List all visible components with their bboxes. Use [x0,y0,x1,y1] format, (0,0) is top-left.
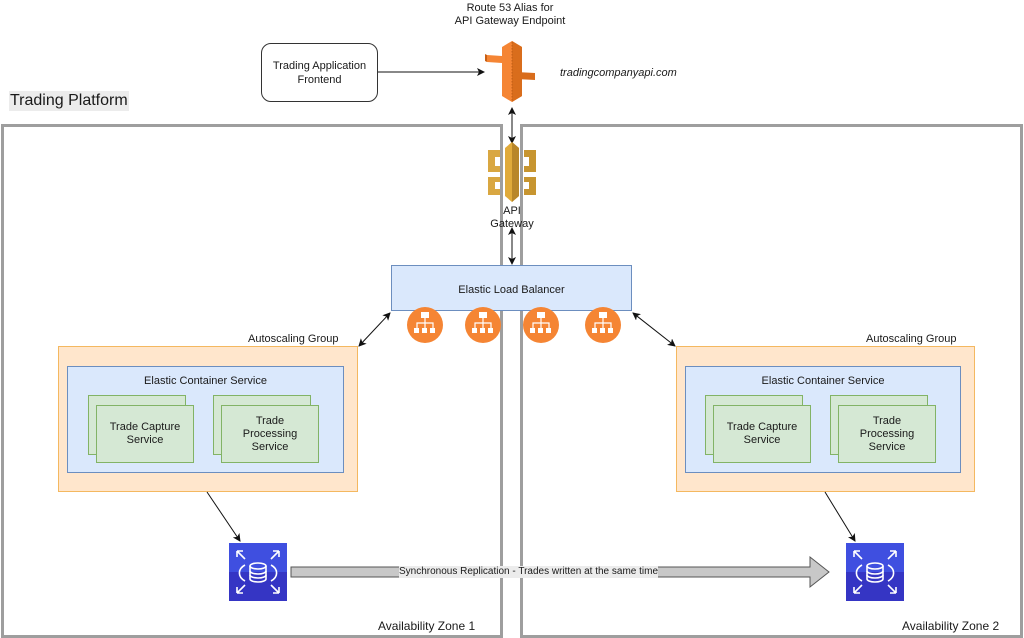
api-gateway-label: API Gateway [482,205,542,231]
trade-capture-service-1: Trade Capture Service [96,405,194,463]
autoscaling-label-2: Autoscaling Group [866,333,957,345]
service-label-line: Processing [859,427,915,440]
service-label-line: Processing [242,427,298,440]
route53-icon [485,41,535,102]
route53-domain: tradingcompanyapi.com [560,67,677,79]
service-label-line: Trade Capture [109,421,181,433]
service-label-line: Service [868,440,906,453]
ecs-label-1: Elastic Container Service [144,375,267,387]
trade-processing-service-1: Trade Processing Service [221,405,319,463]
route53-title-line2: API Gateway Endpoint [454,15,566,27]
frontend-label-line2: Frontend [297,73,342,86]
service-label-line: Service [251,440,289,453]
service-label-line: Trade Capture [726,421,798,433]
ecs-label-2: Elastic Container Service [761,375,885,387]
arrow-elb-autoscaling-2 [632,312,676,347]
trade-capture-service-2: Trade Capture Service [713,405,811,463]
service-label-line: Trade [872,414,902,427]
load-balancer-icon [407,307,443,343]
api-gateway-label-line2: Gateway [490,218,534,230]
service-label-line: Service [743,434,781,446]
arrow-autoscaling-rds-2 [824,491,856,542]
load-balancer-icon [465,307,501,343]
elb-label: Elastic Load Balancer [458,284,565,296]
route53-title-line1: Route 53 Alias for [466,2,554,14]
autoscaling-label-1: Autoscaling Group [248,333,339,345]
arrow-autoscaling-rds-1 [206,491,241,542]
service-label-line: Trade [255,414,285,427]
api-gateway-icon [488,142,536,202]
service-label-line: Service [126,434,164,446]
arrow-elb-autoscaling-1 [358,312,391,347]
trade-processing-service-2: Trade Processing Service [838,405,936,463]
zone-label-1: Availability Zone 1 [378,619,476,633]
platform-title: Trading Platform [9,91,129,111]
api-gateway-label-line1: API [503,205,521,217]
rds-database-icon [229,543,287,601]
frontend-label-line1: Trading Application [272,59,367,72]
elastic-load-balancer: Elastic Load Balancer [391,265,632,311]
load-balancer-icon [585,307,621,343]
zone-label-2: Availability Zone 2 [902,619,1000,633]
route53-title: Route 53 Alias for API Gateway Endpoint [425,2,595,28]
load-balancer-icon [523,307,559,343]
replication-label: Synchronous Replication - Trades written… [399,566,659,578]
trading-frontend-box: Trading Application Frontend [261,43,378,102]
rds-database-icon [846,543,904,601]
